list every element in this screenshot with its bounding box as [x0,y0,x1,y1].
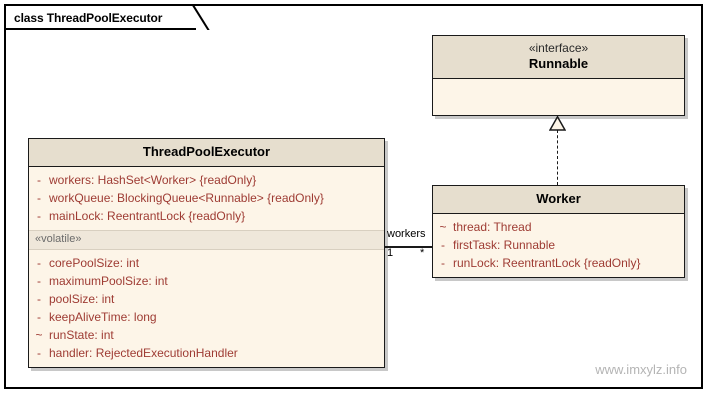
frame-tab-bottom-edge [6,28,196,30]
attribute-text: workQueue: BlockingQueue<Runnable> {read… [49,191,324,205]
attribute-text: maximumPoolSize: int [49,274,168,288]
attribute-text: mainLock: ReentrantLock {readOnly} [49,209,246,223]
attribute-compartment-volatile: - corePoolSize: int - maximumPoolSize: i… [29,250,384,367]
attribute-row: - runLock: ReentrantLock {readOnly} [433,254,684,272]
visibility-marker: - [37,209,41,223]
attribute-text: firstTask: Runnable [453,238,556,252]
class-name-threadpoolexecutor: ThreadPoolExecutor [142,144,271,159]
visibility-marker: - [37,274,41,288]
attribute-row: - corePoolSize: int [29,254,384,272]
visibility-marker: - [37,310,41,324]
watermark: www.imxylz.info [595,362,687,377]
realization-dashed-line [557,130,558,185]
attribute-compartment-worker: ~ thread: Thread - firstTask: Runnable -… [433,214,684,277]
attribute-text: workers: HashSet<Worker> {readOnly} [49,173,257,187]
attribute-text: poolSize: int [49,292,115,306]
class-name-worker: Worker [536,191,581,206]
attribute-text: corePoolSize: int [49,256,140,270]
attribute-row: - workers: HashSet<Worker> {readOnly} [29,171,384,189]
class-header-threadpoolexecutor: ThreadPoolExecutor [29,139,384,167]
visibility-marker: - [37,292,41,306]
class-header-worker: Worker [433,186,684,214]
diagram-frame: class ThreadPoolExecutor ThreadPoolExecu… [4,4,703,389]
stereotype-band-volatile: «volatile» [29,230,384,250]
attribute-compartment-threadpoolexecutor: - workers: HashSet<Worker> {readOnly} - … [29,167,384,230]
attribute-row: - mainLock: ReentrantLock {readOnly} [29,207,384,225]
diagram-title: class ThreadPoolExecutor [14,11,163,25]
attribute-row: - workQueue: BlockingQueue<Runnable> {re… [29,189,384,207]
association-source-multiplicity: 1 [387,247,394,259]
attribute-row: ~ runState: int [29,326,384,344]
visibility-marker: - [37,346,41,360]
visibility-marker: ~ [35,328,43,342]
association-target-multiplicity: * [420,247,425,259]
attribute-text: thread: Thread [453,220,532,234]
class-box-runnable[interactable]: «interface» Runnable [432,35,685,116]
class-box-worker[interactable]: Worker ~ thread: Thread - firstTask: Run… [432,185,685,278]
attribute-row: ~ thread: Thread [433,218,684,236]
attribute-text: keepAliveTime: long [49,310,157,324]
attribute-row: - handler: RejectedExecutionHandler [29,344,384,362]
association-line [385,246,433,248]
attribute-row: - keepAliveTime: long [29,308,384,326]
association-role-label: workers [387,228,426,240]
visibility-marker: - [37,173,41,187]
class-header-runnable: «interface» Runnable [433,36,684,79]
visibility-marker: - [37,256,41,270]
attribute-row: - firstTask: Runnable [433,236,684,254]
visibility-marker: - [441,238,445,252]
frame-tab-diagonal-edge [192,6,216,30]
hollow-triangle-arrowhead-icon [549,116,566,131]
attribute-row: - maximumPoolSize: int [29,272,384,290]
attribute-text: runState: int [49,328,114,342]
attribute-row: - poolSize: int [29,290,384,308]
class-name-runnable: Runnable [528,56,589,71]
stereotype-interface: «interface» [528,41,589,55]
attribute-text: runLock: ReentrantLock {readOnly} [453,256,641,270]
attribute-compartment-runnable [433,79,684,115]
diagram-frame-tab: class ThreadPoolExecutor [6,6,185,30]
class-box-threadpoolexecutor[interactable]: ThreadPoolExecutor - workers: HashSet<Wo… [28,138,385,368]
visibility-marker: - [441,256,445,270]
visibility-marker: ~ [439,220,447,234]
attribute-text: handler: RejectedExecutionHandler [49,346,238,360]
visibility-marker: - [37,191,41,205]
